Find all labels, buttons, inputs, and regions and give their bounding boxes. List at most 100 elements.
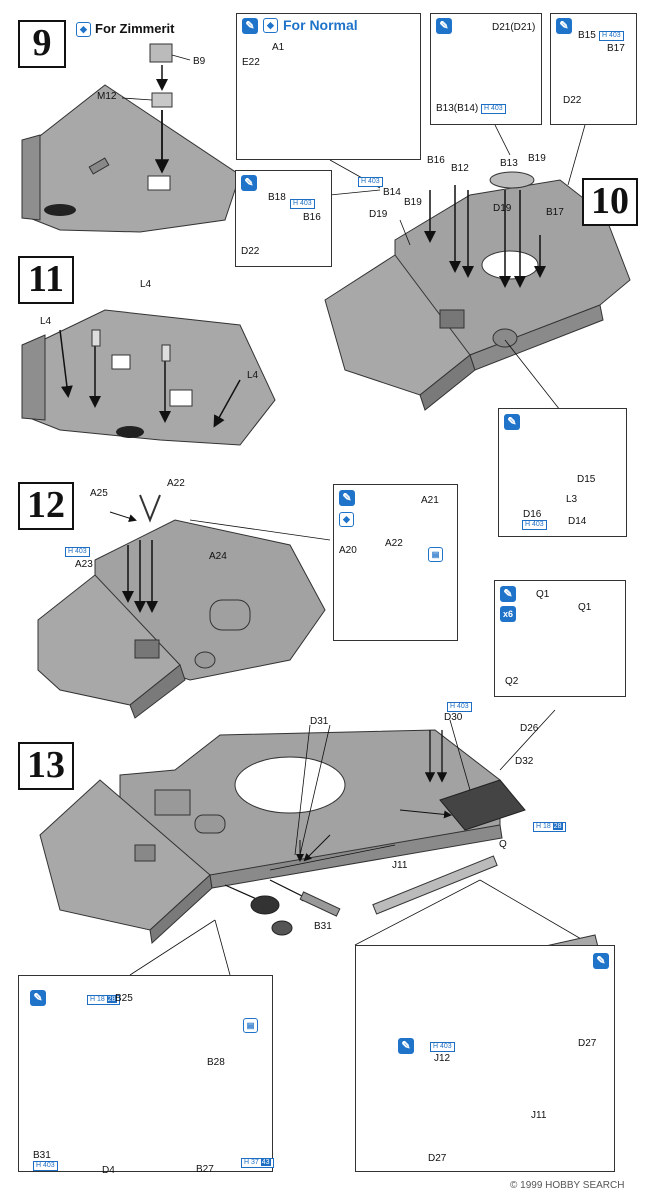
part-label-j12: J12 [434,1053,451,1064]
repeat-x6-badge: x6 [500,606,516,622]
paint-brush-icon: ✎ [500,586,516,602]
paint-brush-icon: ✎ [30,990,46,1006]
option-choice-icon: ◆ [263,18,278,33]
step-12-number: 12 [18,482,74,530]
part-label-b25: B25 [115,993,133,1004]
part-label-d22-left: D22 [241,246,260,257]
option-choice-icon: ◆ [76,22,91,37]
paint-tag-h403: H 403 [290,199,315,209]
part-label-l4-a: L4 [140,279,152,290]
part-label-l3: L3 [566,494,578,505]
part-label-a25: A25 [90,488,108,499]
paint-code-43: 43 [260,1159,271,1166]
paint-brush-icon: ✎ [398,1038,414,1054]
part-label-b17: B17 [546,207,564,218]
paint-brush-icon: ✎ [339,490,355,506]
step12-hull [37,494,331,719]
part-label-d30: D30 [444,712,463,723]
part-label-b13: B13 [500,158,518,169]
part-label-d32: D32 [515,756,534,767]
part-label-b14: B14 [383,187,401,198]
metal-part-icon: ▤ [243,1018,258,1033]
j12-callout-panel [355,945,615,1172]
paint-tag-h18-28: H 18 28 [533,822,566,832]
zimmerit-title: For Zimmerit [95,21,175,36]
part-label-l4-b: L4 [40,316,52,327]
step-10-number: 10 [582,178,638,226]
step13-hull [39,719,601,976]
paint-tag-h403: H 403 [358,177,383,187]
part-label-a20: A20 [339,545,357,556]
step9-hull-plate [21,43,241,233]
part-label-b31-b: B31 [33,1150,51,1161]
paint-brush-icon: ✎ [241,175,257,191]
option-choice-icon: ◆ [339,512,354,527]
part-label-b31: B31 [314,921,332,932]
part-label-b12: B12 [451,163,469,174]
paint-tag-h403: H 403 [481,104,506,114]
part-label-m12: M12 [97,91,117,102]
part-label-b27: B27 [196,1164,214,1175]
part-label-d19-a: D19 [369,209,388,220]
normal-title: For Normal [283,17,358,33]
part-label-b18: B18 [268,192,286,203]
b25-callout-panel [18,975,273,1172]
part-label-b9: B9 [193,56,206,67]
part-label-d15: D15 [577,474,596,485]
part-label-a1: A1 [272,42,285,53]
part-label-a24: A24 [209,551,227,562]
part-label-d14: D14 [568,516,587,527]
part-label-b15: B15 [578,30,596,41]
step-9-number: 9 [18,20,66,68]
paint-tag-h403: H 403 [430,1042,455,1052]
d15-callout-panel [498,408,627,537]
paint-tag-h403: H 403 [447,702,472,712]
paint-code-28: 28 [552,823,563,830]
part-label-j11-b: J11 [531,1110,547,1121]
watermark: © 1999 HOBBY SEARCH [510,1180,625,1191]
part-label-q1-b: Q1 [578,602,592,613]
paint-code-h37: H 37 [244,1159,259,1166]
paint-code-h18: H 18 [536,823,551,830]
paint-brush-icon: ✎ [504,414,520,430]
paint-brush-icon: ✎ [242,18,258,34]
part-label-a23: A23 [75,559,93,570]
part-label-q: Q [499,839,507,850]
part-label-b16: B16 [427,155,445,166]
part-label-d31: D31 [310,716,329,727]
step10-hull [324,171,631,411]
part-label-b28: B28 [207,1057,225,1068]
part-label-d16: D16 [523,509,542,520]
paint-tag-h403: H 403 [599,31,624,41]
part-label-e22: E22 [242,57,260,68]
part-label-b13-b14: B13(B14) [436,103,479,114]
part-label-l4-c: L4 [247,370,259,381]
part-label-b19-a: B19 [528,153,546,164]
part-label-j11: J11 [392,860,408,871]
paint-brush-icon: ✎ [556,18,572,34]
paint-tag-h403: H 403 [522,520,547,530]
step11-hull [21,309,276,446]
part-label-a22-b: A22 [385,538,403,549]
metal-part-icon: ▤ [428,547,443,562]
b18-callout-panel [235,170,332,267]
part-label-q1-a: Q1 [536,589,550,600]
part-label-d22-top: D22 [563,95,582,106]
part-label-b17-top: B17 [607,43,625,54]
paint-tag-h37-43: H 37 43 [241,1158,274,1168]
paint-code-28: 28 [106,996,117,1003]
part-label-q2: Q2 [505,676,519,687]
part-label-d27-b: D27 [428,1153,447,1164]
part-label-d26: D26 [520,723,539,734]
paint-code-h18: H 18 [90,996,105,1003]
q-callout-panel [494,580,626,697]
part-label-d19-b: D19 [493,203,512,214]
part-label-d21: D21(D21) [492,22,536,33]
paint-tag-h403: H 403 [65,547,90,557]
paint-brush-icon: ✎ [593,953,609,969]
part-label-d4: D4 [102,1165,115,1176]
part-label-a21: A21 [421,495,439,506]
paint-brush-icon: ✎ [436,18,452,34]
part-label-a22: A22 [167,478,185,489]
paint-tag-h18-28: H 18 28 [87,995,120,1005]
